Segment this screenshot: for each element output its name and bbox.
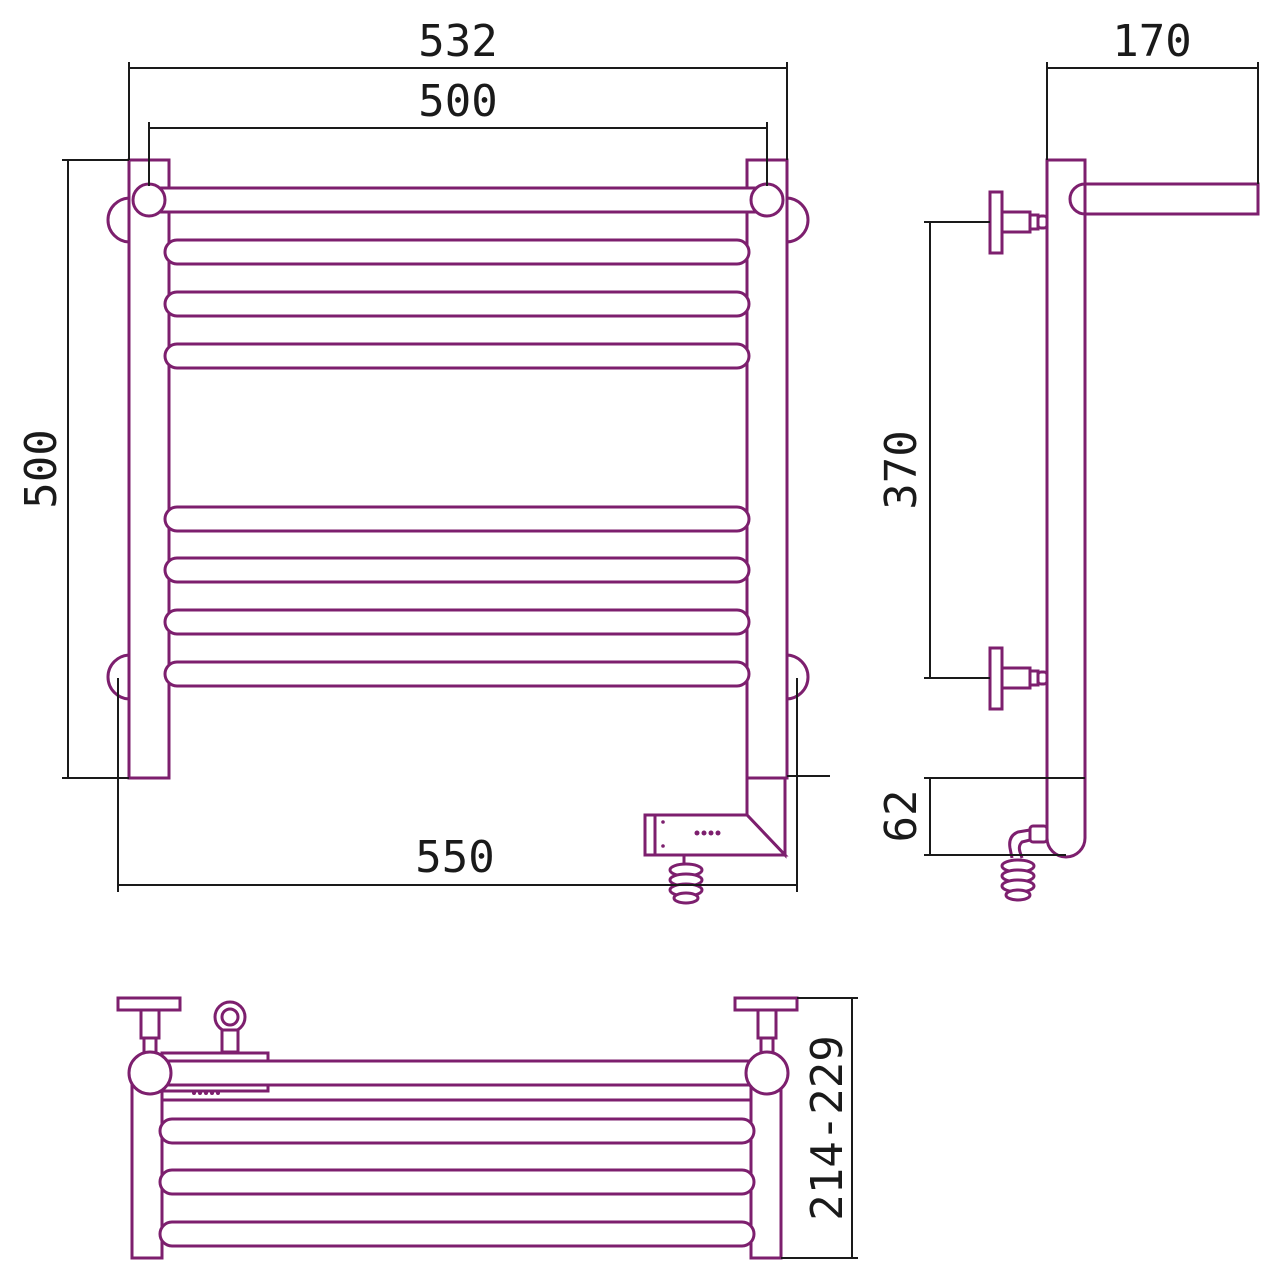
bottom-rung-2 [158, 1168, 756, 1196]
bottom-right-upright [749, 1073, 783, 1260]
bottom-bracket-stem-left [139, 1008, 161, 1040]
side-arm-joint [1068, 182, 1086, 216]
rung-1 [163, 238, 751, 266]
dimension-depth: 170 [1046, 16, 1259, 184]
dim-label-62: 62 [876, 790, 927, 843]
dimension-overall-width: 532 [128, 16, 788, 160]
bottom-heater-plug [213, 1000, 247, 1054]
electric-heater-housing [643, 813, 789, 857]
rung-3 [163, 342, 751, 370]
wall-mount-bottom-left [106, 653, 131, 701]
dim-label-500-height: 500 [16, 429, 67, 508]
top-left-ball-joint [131, 182, 167, 218]
top-right-ball-joint [749, 182, 785, 218]
dimension-wall-distance: 214-229 [781, 997, 858, 1259]
bottom-wall-plate-left [116, 996, 182, 1012]
wall-mount-top-right [785, 196, 810, 244]
dimension-bracket-spacing: 370 [876, 221, 990, 679]
rung-5 [163, 556, 751, 584]
dim-label-550: 550 [415, 832, 494, 883]
dimension-height: 500 [16, 159, 129, 779]
right-upright-tube [745, 158, 789, 780]
top-shelf-bar [146, 186, 770, 214]
side-wall-bracket-bottom [988, 646, 1049, 711]
bottom-right-ball-joint [744, 1050, 790, 1096]
bottom-rung-3 [158, 1220, 756, 1248]
rung-6 [163, 608, 751, 636]
rung-2 [163, 290, 751, 318]
side-heater-connector [1008, 824, 1049, 859]
side-cable-coil [1000, 858, 1036, 902]
side-view: 170 370 62 [876, 16, 1260, 902]
heater-indicator-dots [661, 820, 721, 848]
rung-4 [163, 505, 751, 533]
side-wall-bracket-top [988, 190, 1049, 255]
left-upright-tube [127, 158, 171, 780]
dimension-center-width: 500 [148, 76, 768, 186]
bottom-bracket-stem-right [756, 1008, 778, 1040]
dim-label-170: 170 [1112, 16, 1191, 67]
dim-label-532: 532 [418, 16, 497, 67]
bottom-view: 214-229 [116, 996, 858, 1260]
rung-7 [163, 660, 751, 688]
dim-label-500-width: 500 [418, 76, 497, 127]
bottom-left-upright [130, 1073, 164, 1260]
dimension-connection-width: 550 [117, 678, 830, 892]
side-shelf-arm [1083, 182, 1260, 216]
bottom-top-bar [148, 1059, 770, 1087]
power-cable-coil [668, 855, 704, 905]
dimension-bottom-offset: 62 [876, 777, 1085, 856]
wall-mount-bottom-right [785, 653, 810, 701]
side-upright-tube [1045, 158, 1087, 859]
bottom-rung-1 [158, 1117, 756, 1145]
wall-mount-top-left [106, 196, 131, 244]
dim-label-370: 370 [876, 430, 927, 509]
bottom-left-ball-joint [127, 1050, 173, 1096]
bottom-wall-plate-right [733, 996, 799, 1012]
bottom-heater-dots [192, 1091, 220, 1095]
dim-label-214-229: 214-229 [802, 1035, 853, 1220]
front-view: 532 500 500 550 [16, 16, 830, 905]
